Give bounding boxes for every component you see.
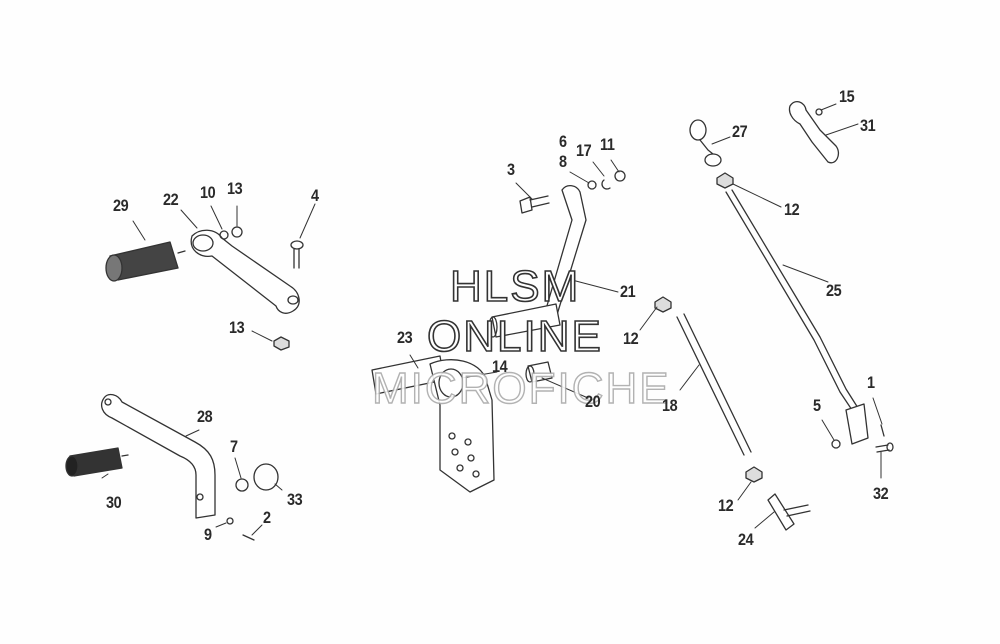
callout-8: 8 xyxy=(559,152,567,171)
callout-21: 21 xyxy=(620,282,636,301)
washer-15-shape xyxy=(815,108,823,116)
callout-18: 18 xyxy=(662,396,678,415)
washer-5-shape xyxy=(831,439,841,449)
callout-22: 22 xyxy=(163,190,179,209)
bushing xyxy=(525,361,553,383)
nut-13-shape xyxy=(231,226,243,238)
brake-pedal-lever xyxy=(101,393,216,519)
callout-12-top: 12 xyxy=(784,200,800,219)
callout-7: 7 xyxy=(230,437,238,456)
callout-24: 24 xyxy=(738,530,754,549)
nut-12c-shape xyxy=(716,172,734,189)
callout-13-lower: 13 xyxy=(229,318,245,337)
screw-2-shape xyxy=(242,534,255,541)
callout-33: 33 xyxy=(287,490,303,509)
shift-lever-rubber xyxy=(105,241,186,282)
washer-10-shape xyxy=(219,230,229,240)
callout-25: 25 xyxy=(826,281,842,300)
callout-29: 29 xyxy=(113,196,129,215)
callout-11: 11 xyxy=(600,135,615,154)
threaded-rod xyxy=(676,313,752,456)
callout-23: 23 xyxy=(397,328,413,347)
mounting-bracket xyxy=(371,355,495,493)
callout-9: 9 xyxy=(204,525,212,544)
cotter-pin-1-shape xyxy=(880,424,885,437)
callout-4: 4 xyxy=(311,186,319,205)
rod-end-joint xyxy=(689,119,722,167)
callout-13: 13 xyxy=(227,179,243,198)
callout-28: 28 xyxy=(197,407,213,426)
callout-12-upper: 12 xyxy=(623,329,639,348)
callout-31: 31 xyxy=(860,116,876,135)
rod-end xyxy=(767,493,811,531)
callout-3: 3 xyxy=(507,160,515,179)
shift-rod xyxy=(725,189,869,445)
callout-27: 27 xyxy=(732,122,748,141)
callout-1: 1 xyxy=(867,373,875,392)
spacer-33-shape xyxy=(253,463,279,491)
nut-12b-shape xyxy=(745,466,763,483)
washer-8-shape xyxy=(587,180,597,190)
callout-5: 5 xyxy=(813,396,821,415)
washer-7-shape xyxy=(235,478,249,492)
bolt-3 xyxy=(519,195,550,214)
leader-lines xyxy=(101,103,883,536)
callout-12-lower: 12 xyxy=(718,496,734,515)
callout-2: 2 xyxy=(263,508,271,527)
callout-10: 10 xyxy=(200,183,216,202)
callout-6: 6 xyxy=(559,132,567,151)
bolt-4 xyxy=(290,240,304,269)
link xyxy=(788,100,840,164)
pedal-rubber xyxy=(65,447,129,477)
watermark-line-1: HLSM xyxy=(449,261,581,312)
nut-12a-shape xyxy=(654,296,672,313)
callout-17: 17 xyxy=(576,141,592,160)
shift-lever xyxy=(190,229,300,314)
callout-32: 32 xyxy=(873,484,889,503)
callout-30: 30 xyxy=(106,493,122,512)
callout-15: 15 xyxy=(839,87,855,106)
nut-11-shape xyxy=(614,170,626,182)
callout-14: 14 xyxy=(492,357,508,376)
watermark-line-3: MICROFICHE xyxy=(371,363,671,413)
shift-arm xyxy=(488,185,587,338)
nut-9-shape xyxy=(226,517,234,525)
clevis-pin-32-shape xyxy=(875,442,894,453)
watermark-line-2: ONLINE xyxy=(426,311,603,362)
callout-20: 20 xyxy=(585,392,601,411)
clip-17-shape xyxy=(601,179,611,190)
nut-13b-shape xyxy=(273,336,290,351)
